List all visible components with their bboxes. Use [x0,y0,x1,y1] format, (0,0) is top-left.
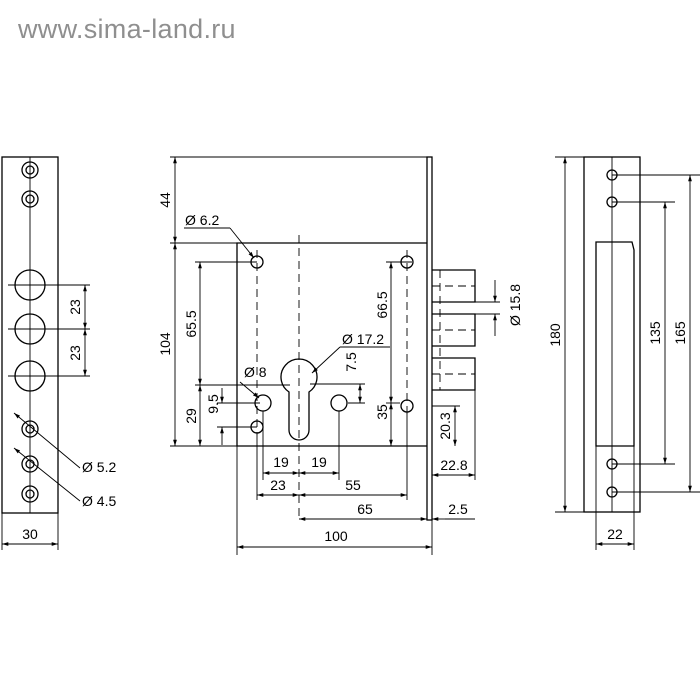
leader-dia-17-2 [311,346,341,374]
dim-2-5: 2.5 [448,501,468,517]
screw-hole-top-2-inner [25,194,35,204]
dim-165: 165 [672,321,688,345]
dim-dia-5-2: Ø 5.2 [82,459,116,475]
lock-body-outline [236,242,427,447]
dim-35: 35 [374,404,390,420]
dim-29: 29 [183,408,199,424]
strike-opening [595,241,635,447]
dim-55: 55 [345,477,361,493]
dim-23-lower: 23 [67,345,83,361]
dim-9-5: 9.5 [205,394,221,414]
strike-plate-view: 180 135 165 22 [547,156,700,550]
screw-hole-bottom-3-inner [25,489,35,499]
faceplate-view: 23 23 Ø 5.2 Ø 4.5 30 [1,156,116,550]
lock-body-view: 44 104 65.5 29 9.5 Ø 6.2 Ø 8 Ø 17.2 7.5 … [157,156,523,555]
dim-dia-4-5: Ø 4.5 [82,493,116,509]
dim-dia-6-2: Ø 6.2 [185,212,219,228]
leader-dia-5-2 [13,412,81,469]
dim-180: 180 [547,323,563,347]
dim-66-5: 66.5 [374,291,390,318]
dim-dia-17-2: Ø 17.2 [342,331,384,347]
front-plate [426,156,433,521]
dim-22: 22 [607,526,623,542]
screw-hole-bottom-1-inner [25,424,35,434]
dim-19-right: 19 [311,454,327,470]
leader-dia-8 [239,381,260,399]
dim-7-5: 7.5 [343,352,359,372]
dim-20-3: 20.3 [437,412,453,439]
screw-hole-top-1-inner [25,165,35,175]
dim-23-upper: 23 [67,299,83,315]
leader-dia-6-2 [229,227,255,259]
mount-hole-mid [330,394,348,412]
screw-hole-bottom-2 [21,455,39,473]
bolts [432,269,476,391]
screw-hole-top-2 [21,190,39,208]
dim-104: 104 [157,332,173,356]
dim-22-8: 22.8 [440,457,467,473]
cylinder-cutout [280,358,318,441]
watermark-text: www.sima-land.ru [18,14,236,44]
dim-30: 30 [22,526,38,542]
dim-23: 23 [270,477,286,493]
dim-65-5: 65.5 [183,310,199,337]
dim-dia-15-8: Ø 15.8 [507,284,523,326]
dim-19-left: 19 [273,454,289,470]
dim-135: 135 [647,321,663,345]
dim-44: 44 [157,192,173,208]
leader-dia-4-5 [13,447,81,502]
screw-hole-bottom-1 [21,420,39,438]
screw-hole-top-1 [21,161,39,179]
dim-100: 100 [324,528,348,544]
dim-dia-8: Ø 8 [244,364,267,380]
dim-65: 65 [357,501,373,517]
screw-hole-bottom-3 [21,485,39,503]
